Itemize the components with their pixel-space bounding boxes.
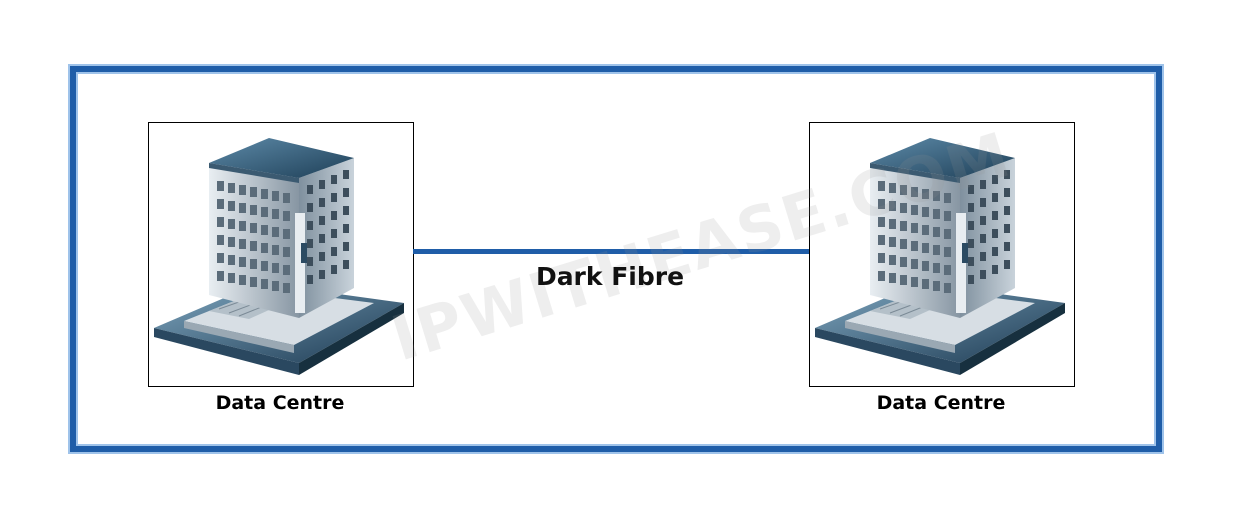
data-centre-right-node (809, 122, 1075, 387)
data-centre-right-label: Data Centre (876, 392, 1006, 414)
dark-fibre-label: Dark Fibre (535, 262, 685, 291)
building-icon (815, 138, 1065, 375)
dark-fibre-link (413, 249, 809, 254)
data-centre-left-node (148, 122, 414, 387)
building-icon (154, 138, 404, 375)
data-centre-left-label: Data Centre (215, 392, 345, 414)
